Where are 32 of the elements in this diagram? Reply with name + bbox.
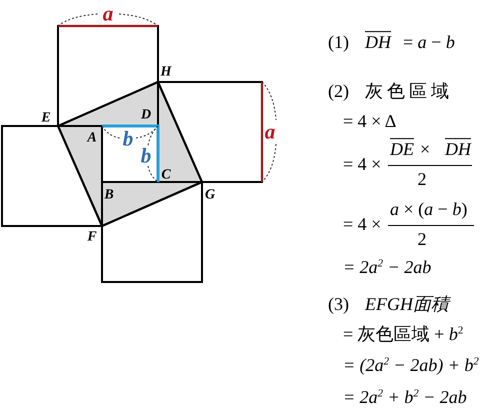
dimension-label: b — [122, 127, 134, 151]
formula-text: × — [420, 140, 430, 160]
formula-text: DE — [390, 140, 414, 160]
formula-text: (3) — [328, 295, 349, 315]
formula-text: = 4 × — [343, 215, 382, 235]
formula-text: = 2a$^{2}$ − 2ab — [343, 258, 432, 278]
point-label: C — [161, 167, 171, 183]
formula-text: 2 — [418, 170, 426, 190]
formula-text: (1) — [328, 33, 349, 53]
formula-text: = 灰色區域 + b$^{2}$ — [343, 325, 464, 345]
formula-text: 2 — [418, 230, 426, 250]
dimension-label: a — [264, 120, 276, 144]
formula-text: EFGH面積 — [365, 295, 449, 315]
dimension-label: b — [140, 144, 152, 168]
formula-text: DH — [365, 33, 391, 53]
formula-text: = a − b — [403, 33, 455, 53]
formula-text: (2) — [328, 82, 349, 102]
point-label: A — [87, 130, 97, 146]
point-label: D — [140, 107, 152, 123]
formula-text: 灰色區域 — [365, 82, 453, 102]
formula-text: = (2a$^{2}$ − 2ab) + b$^{2}$ — [343, 356, 479, 376]
formula-text: = 4 × — [343, 155, 382, 175]
point-label: H — [160, 64, 172, 80]
point-label: E — [41, 110, 51, 126]
formula-text: = 2a$^{2}$ + b$^{2}$ − 2ab — [343, 388, 467, 408]
point-label: B — [104, 187, 114, 203]
dimension-label: a — [102, 2, 114, 26]
point-label: F — [87, 229, 97, 245]
formula-text: = 4 × Δ — [343, 112, 396, 132]
formula-text: DH — [445, 140, 471, 160]
formula-text: a × (a − b) — [390, 200, 468, 220]
point-label: G — [204, 187, 216, 203]
